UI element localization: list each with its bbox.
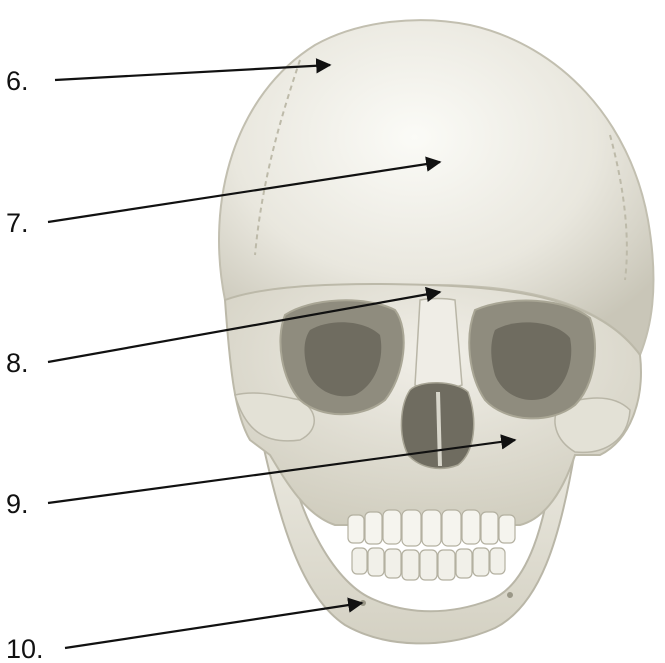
label-10: 10. bbox=[6, 634, 44, 663]
upper-teeth bbox=[348, 510, 515, 546]
right-mental-foramen bbox=[507, 592, 513, 598]
skull-illustration bbox=[219, 20, 653, 643]
lower-teeth bbox=[352, 548, 505, 580]
labels: 6. 7. 8. 9. 10. bbox=[6, 66, 44, 663]
arrow-10 bbox=[65, 603, 362, 648]
label-9: 9. bbox=[6, 489, 29, 519]
label-7: 7. bbox=[6, 208, 29, 238]
label-8: 8. bbox=[6, 348, 29, 378]
label-6: 6. bbox=[6, 66, 29, 96]
nasal-bones bbox=[415, 299, 462, 389]
nasal-septum bbox=[438, 392, 440, 466]
